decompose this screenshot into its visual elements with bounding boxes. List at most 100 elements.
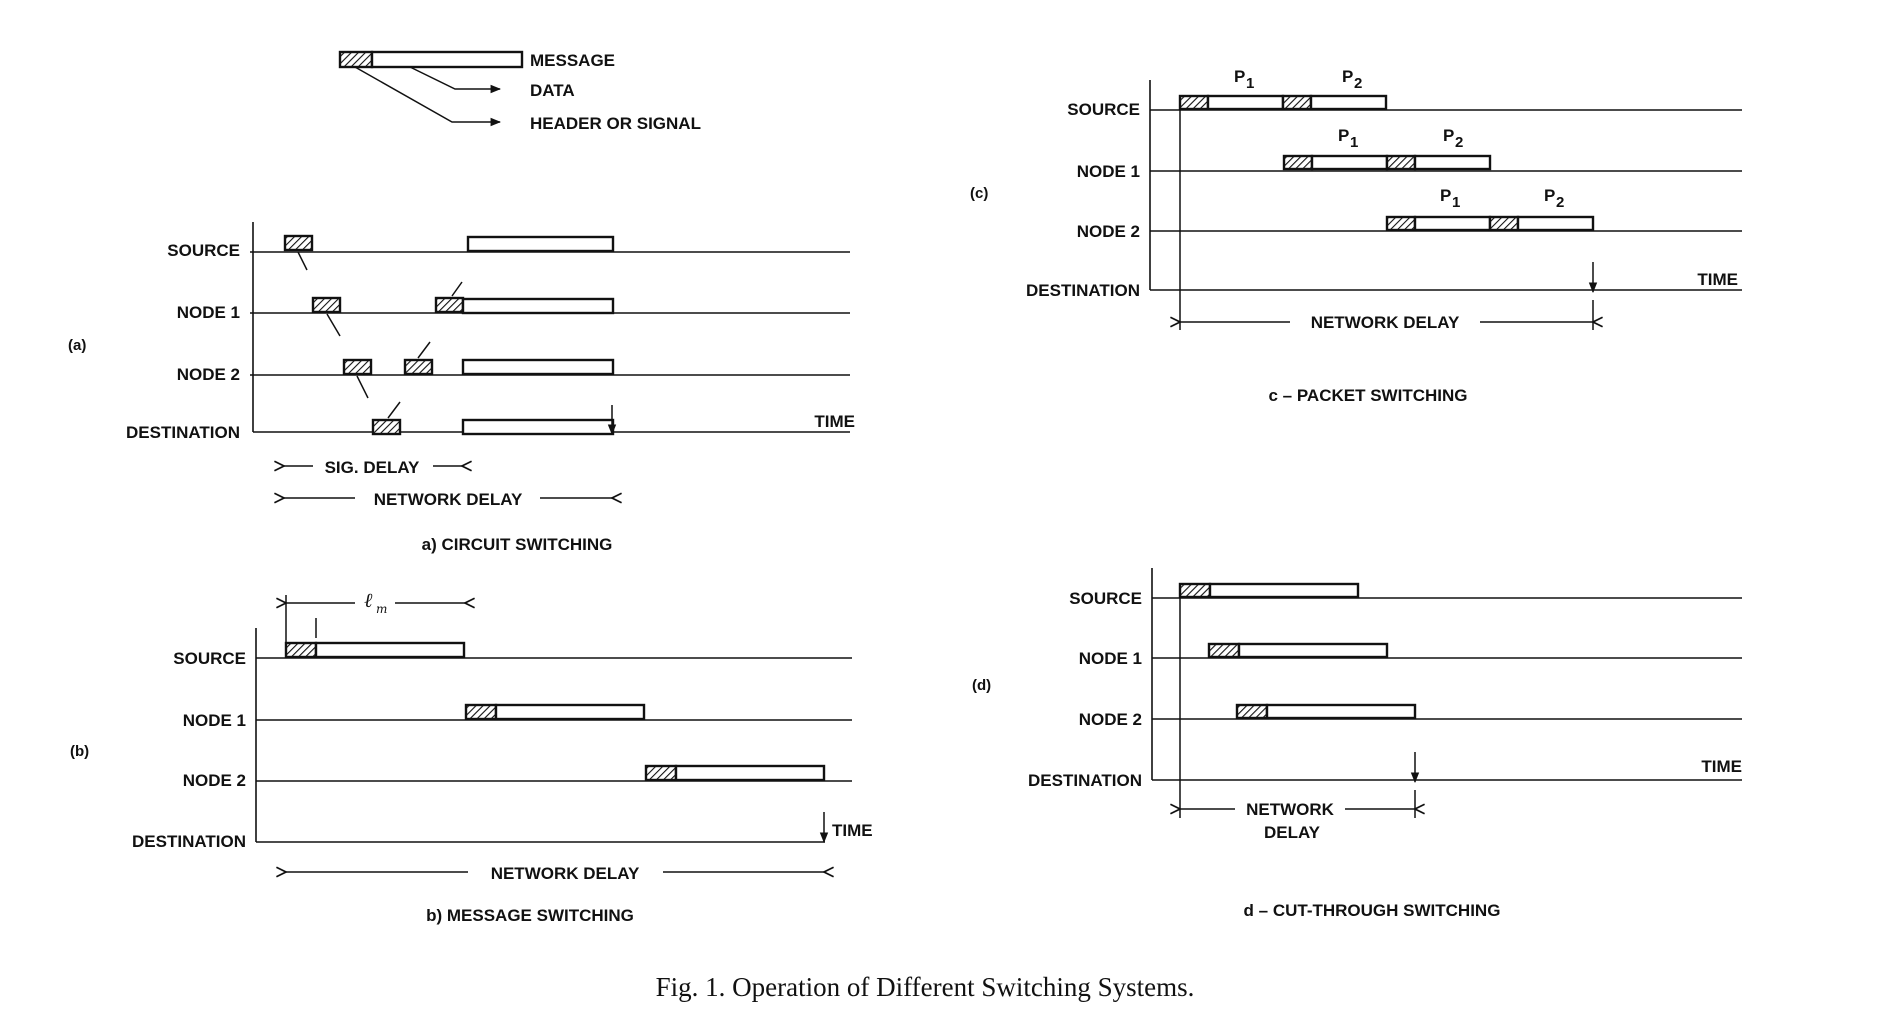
legend: MESSAGE DATA HEADER OR SIGNAL [338, 50, 701, 133]
call-request-source [283, 234, 314, 252]
network-delay-label: NETWORK DELAY [1311, 313, 1460, 332]
network-delay-label: NETWORK DELAY [491, 864, 640, 883]
packet1-header-node1 [1282, 154, 1314, 171]
row-label-source: SOURCE [1069, 589, 1142, 608]
panel-c-title: c – PACKET SWITCHING [1269, 386, 1468, 405]
message-data-node2 [461, 358, 615, 376]
legend-header-swatch [338, 50, 374, 69]
panel-circuit-switching: (a) SOURCE NODE 1 NODE 2 DESTINATION TIM… [68, 222, 855, 554]
label-mask [468, 861, 663, 883]
panel-b-time-label: TIME [832, 821, 873, 840]
legend-message-label: MESSAGE [530, 51, 615, 70]
row-label-node1: NODE 1 [1079, 649, 1142, 668]
message-data-source [1208, 582, 1360, 599]
message-data-source [466, 235, 615, 253]
packet2-subscript: 2 [1556, 194, 1564, 211]
message-data-node1 [1237, 642, 1389, 659]
packet-labels-source: P 1 P 2 [1234, 67, 1362, 92]
panel-a-tag: (a) [68, 337, 86, 354]
label-mask [313, 455, 433, 477]
message-length-label: ℓ [364, 588, 373, 612]
packet1-label: P [1338, 126, 1349, 145]
packet-labels-node1: P 1 P 2 [1338, 126, 1463, 151]
packet1-label: P [1440, 186, 1451, 205]
packet2-label: P [1443, 126, 1454, 145]
packet2-subscript: 2 [1455, 134, 1463, 151]
panel-a-title: a) CIRCUIT SWITCHING [422, 535, 613, 554]
message-data-node1 [461, 297, 615, 315]
row-label-destination: DESTINATION [1028, 771, 1142, 790]
packet2-header-source [1281, 94, 1313, 111]
panel-cut-through-switching: (d) SOURCE NODE 1 NODE 2 DESTINATION TIM… [972, 568, 1742, 920]
packet1-header-node2 [1385, 215, 1417, 232]
panel-c-tag: (c) [970, 185, 988, 202]
panel-b-title: b) MESSAGE SWITCHING [426, 906, 634, 925]
ack-arrow-tail [387, 401, 401, 419]
label-mask [355, 588, 395, 616]
packet2-data-source [1309, 94, 1388, 111]
legend-data-swatch [370, 50, 524, 69]
row-label-node2: NODE 2 [183, 771, 246, 790]
message-header-source [284, 641, 318, 659]
signal-arrow-tail [297, 251, 308, 271]
panel-message-switching: (b) SOURCE NODE 1 NODE 2 DESTINATION TIM… [70, 588, 873, 925]
legend-data-label: DATA [530, 81, 575, 100]
packet2-label: P [1342, 67, 1353, 86]
message-length-subscript: m [376, 602, 387, 616]
network-delay-label-line1: NETWORK [1246, 800, 1335, 819]
packet2-data-node1 [1413, 154, 1492, 171]
message-header-node2 [1235, 703, 1269, 720]
row-label-destination: DESTINATION [126, 423, 240, 442]
row-label-destination: DESTINATION [1026, 281, 1140, 300]
panel-a-time-label: TIME [814, 412, 855, 431]
panel-c-time-label: TIME [1697, 270, 1738, 289]
row-label-source: SOURCE [167, 241, 240, 260]
row-label-destination: DESTINATION [132, 832, 246, 851]
packet2-header-node1 [1385, 154, 1417, 171]
label-mask [1290, 311, 1480, 333]
packet2-label: P [1544, 186, 1555, 205]
row-label-source: SOURCE [173, 649, 246, 668]
packet1-subscript: 1 [1452, 194, 1460, 211]
packet1-subscript: 1 [1350, 134, 1358, 151]
packet2-data-node2 [1516, 215, 1595, 232]
call-ack-node1 [434, 296, 465, 314]
message-header-node1 [1207, 642, 1241, 659]
label-mask [1235, 798, 1345, 820]
row-label-node2: NODE 2 [177, 365, 240, 384]
legend-header-pointer [354, 66, 502, 127]
message-header-source [1178, 582, 1212, 599]
call-request-node1 [311, 296, 342, 314]
panel-b-tag: (b) [70, 743, 89, 760]
packet1-label: P [1234, 67, 1245, 86]
network-delay-label: NETWORK DELAY [374, 490, 523, 509]
figure-caption: Fig. 1. Operation of Different Switching… [656, 972, 1195, 1002]
message-data-destination [461, 418, 615, 436]
panel-d-title: d – CUT-THROUGH SWITCHING [1244, 901, 1501, 920]
panel-packet-switching: (c) SOURCE NODE 1 NODE 2 DESTINATION TIM… [970, 67, 1742, 405]
call-request-node2 [342, 358, 373, 376]
network-delay-label-line2: DELAY [1264, 823, 1321, 842]
packet2-subscript: 2 [1354, 75, 1362, 92]
packet1-subscript: 1 [1246, 75, 1254, 92]
legend-header-label: HEADER OR SIGNAL [530, 114, 701, 133]
signal-arrow-tail [326, 313, 341, 337]
row-label-node2: NODE 2 [1079, 710, 1142, 729]
panel-d-tag: (d) [972, 677, 991, 694]
packet1-data-node1 [1310, 154, 1389, 171]
message-data-node2 [674, 764, 826, 782]
panel-d-time-label: TIME [1701, 757, 1742, 776]
call-request-destination [371, 418, 402, 436]
packet1-data-source [1206, 94, 1285, 111]
message-data-source [314, 641, 466, 659]
sig-delay-label: SIG. DELAY [325, 458, 420, 477]
packet2-header-node2 [1488, 215, 1520, 232]
row-label-node1: NODE 1 [183, 711, 246, 730]
call-ack-node2 [403, 358, 434, 376]
row-label-node2: NODE 2 [1077, 222, 1140, 241]
ack-arrow-tail [451, 281, 463, 297]
packet1-header-source [1178, 94, 1210, 111]
message-data-node2 [1265, 703, 1417, 720]
message-header-node1 [464, 703, 498, 721]
